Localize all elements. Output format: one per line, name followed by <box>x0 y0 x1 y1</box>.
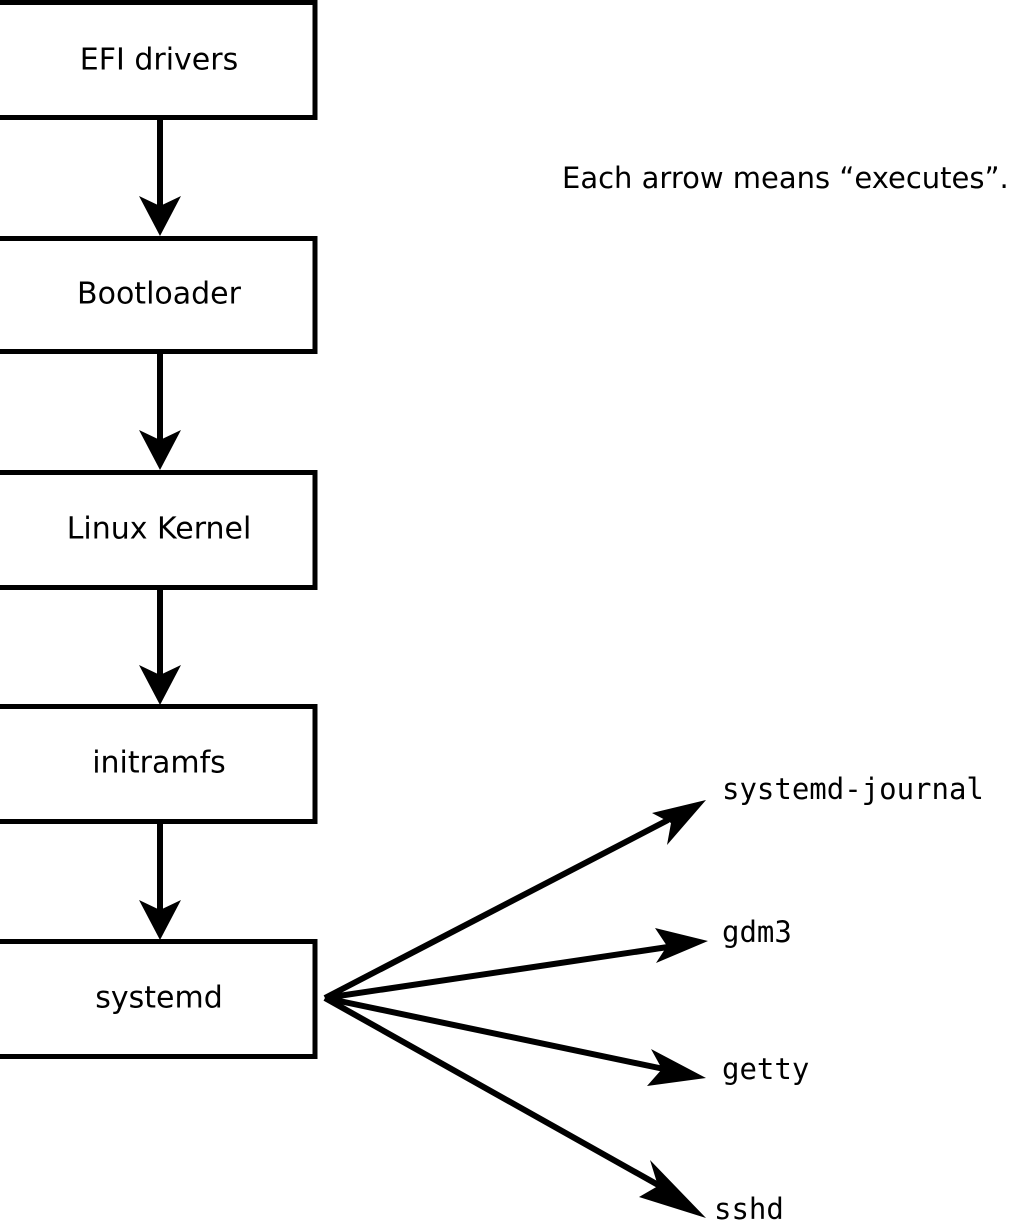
service-arrow-systemd-journal <box>323 800 706 1001</box>
arrow-shaft <box>323 995 662 1189</box>
arrow-head <box>139 665 181 705</box>
arrow-head <box>655 928 708 963</box>
flow-arrow-bootloader-to-kernel <box>139 352 181 470</box>
legend-note: Each arrow means “executes”. <box>562 161 1009 195</box>
service-label-sshd: sshd <box>714 1192 784 1226</box>
stage-box-label: initramfs <box>92 746 226 781</box>
stage-box-rect <box>0 704 318 824</box>
arrow-head <box>139 430 181 470</box>
stage-box-rect <box>0 470 318 590</box>
arrow-shaft <box>324 944 669 1001</box>
flow-arrow-initramfs-to-systemd <box>139 822 181 940</box>
flow-arrow-efi-to-bootloader <box>139 118 181 236</box>
service-arrow-getty <box>324 995 706 1086</box>
arrow-shaft <box>323 817 670 1001</box>
service-arrow-gdm3 <box>324 928 708 1001</box>
stage-box-label: Linux Kernel <box>67 512 252 547</box>
service-label-systemd-journal: systemd-journal <box>722 772 984 806</box>
arrow-head <box>139 900 181 940</box>
stage-box-linux-kernel[interactable]: Linux Kernel <box>0 470 318 590</box>
arrow-head <box>647 1049 706 1086</box>
stage-box-label: systemd <box>95 981 223 1016</box>
arrow-shaft <box>324 995 665 1072</box>
flow-arrow-kernel-to-initramfs <box>139 588 181 705</box>
stage-box-initramfs[interactable]: initramfs <box>0 704 318 824</box>
stage-box-label: Bootloader <box>77 277 242 312</box>
stage-box-bootloader[interactable]: Bootloader <box>0 236 318 354</box>
stage-box-rect <box>0 0 318 120</box>
service-arrow-sshd <box>323 995 706 1218</box>
stage-box-label: EFI drivers <box>80 43 238 78</box>
stage-box-rect <box>0 939 318 1059</box>
arrow-head <box>652 800 706 845</box>
arrow-head <box>139 196 181 236</box>
stage-box-rect <box>0 236 318 354</box>
service-label-gdm3: gdm3 <box>722 915 792 949</box>
stage-box-systemd[interactable]: systemd <box>0 939 318 1059</box>
arrow-head <box>639 1160 706 1218</box>
service-label-getty: getty <box>722 1052 809 1086</box>
stage-box-efi-drivers[interactable]: EFI drivers <box>0 0 318 120</box>
